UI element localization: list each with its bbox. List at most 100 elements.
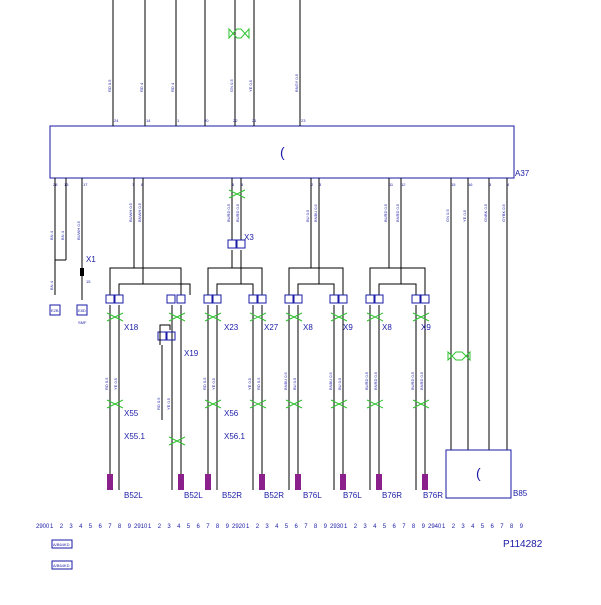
connector-label: X19 <box>184 349 199 358</box>
svg-text:BURD 0.5: BURD 0.5 <box>226 203 231 222</box>
svg-text:GNBK 0.5: GNBK 0.5 <box>483 203 488 222</box>
svg-text:BNBU 0.5: BNBU 0.5 <box>328 371 333 390</box>
ruler-tick: 9 <box>324 524 328 530</box>
top-wire-color: GN 0.5 <box>229 79 234 92</box>
ruler-tick: 6 <box>295 524 299 530</box>
top-pin: 21 <box>252 118 257 123</box>
top-pin: 1 <box>177 118 180 123</box>
sensor-label: B52R <box>222 491 242 500</box>
ruler-tick: 3 <box>461 524 465 530</box>
ecu-box <box>49 125 515 179</box>
ruler-tick: 6 <box>99 524 103 530</box>
ruler-tick: 3 <box>69 524 73 530</box>
svg-text:BU 0.5: BU 0.5 <box>337 377 342 390</box>
svg-text:5: 5 <box>241 182 244 187</box>
ruler-tick: 1 <box>50 524 54 530</box>
svg-text:13: 13 <box>64 182 69 187</box>
ruler-tick: 7 <box>402 524 406 530</box>
svg-text:BNRD 0.5: BNRD 0.5 <box>373 371 378 390</box>
connector-label: X9 <box>343 323 353 332</box>
svg-text:BNRD 0.5: BNRD 0.5 <box>419 371 424 390</box>
wire-group-b52r: BURD 0.5 BURD 0.5 X3 X23 X27 X56 X56.1 R… <box>202 178 284 500</box>
svg-text:GN 0.5: GN 0.5 <box>445 209 450 222</box>
svg-text:RD 0.5: RD 0.5 <box>202 377 207 390</box>
connector-label: X56.1 <box>224 432 245 441</box>
ruler-tick: 7 <box>304 524 308 530</box>
ruler-tick: 8 <box>314 524 318 530</box>
bottom-pins: 28 13 17 7 8 6 5 2 3 11 12 15 16 3 4 <box>53 182 510 187</box>
ruler-tick: 8 <box>118 524 122 530</box>
sensor-label: B52L <box>124 491 143 500</box>
sensor-label: B76L <box>303 491 322 500</box>
svg-text:YE 0.5: YE 0.5 <box>113 377 118 390</box>
ruler-tick: 8 <box>216 524 220 530</box>
ruler-tick: 1 <box>148 524 152 530</box>
b85-box <box>445 449 512 499</box>
section-number: 2940 <box>428 524 442 530</box>
top-pin: 20 <box>204 118 209 123</box>
sensor-label: B76R <box>382 491 402 500</box>
ruler-tick: 4 <box>471 524 475 530</box>
top-wire-color: RD 4 <box>139 82 144 92</box>
svg-text:BN 4: BN 4 <box>49 280 54 290</box>
svg-text:A/B64KD: A/B64KD <box>53 542 70 547</box>
svg-text:YE 0.5: YE 0.5 <box>166 397 171 410</box>
svg-text:28: 28 <box>53 182 58 187</box>
svg-text:4: 4 <box>507 182 510 187</box>
wire-group-b76r: BURD 0.5 BNRD 0.5 X8 X9 BURD 0.5 BNRD 0.… <box>364 178 443 500</box>
ruler-tick: 9 <box>422 524 426 530</box>
svg-text:16: 16 <box>468 182 473 187</box>
ruler-tick: 2 <box>452 524 456 530</box>
ruler-tick: 9 <box>520 524 524 530</box>
ruler-tick: 7 <box>500 524 504 530</box>
ruler-tick: 9 <box>128 524 132 530</box>
ruler-tick: 5 <box>383 524 387 530</box>
top-pin: 23 <box>301 118 306 123</box>
svg-text:11: 11 <box>389 182 394 187</box>
ruler-tick: 7 <box>108 524 112 530</box>
svg-text:BURD 0.5: BURD 0.5 <box>235 203 240 222</box>
ruler-tick: 3 <box>167 524 171 530</box>
wire-group-b52l: BUWH 0.5 BNWH 0.5 X18 X19 X55 X55.1 RD 0… <box>104 178 203 500</box>
ground-box <box>49 304 61 316</box>
svg-text:BNWH 0.5: BNWH 0.5 <box>137 202 142 222</box>
svg-text:3: 3 <box>489 182 492 187</box>
top-pin: 14 <box>146 118 151 123</box>
ecu-label: A37 <box>515 169 530 178</box>
connector-label: X56 <box>224 409 239 418</box>
section-number: 2930 <box>330 524 344 530</box>
footer-tag[interactable] <box>51 560 73 570</box>
footer-tag[interactable] <box>51 539 73 549</box>
ruler-tick: 2 <box>158 524 162 530</box>
ground-box <box>76 304 88 316</box>
svg-text:YE 0.5: YE 0.5 <box>247 377 252 390</box>
top-wire-color: RD 4 <box>170 82 175 92</box>
sensor-label: B52R <box>264 491 284 500</box>
ruler-tick: 6 <box>393 524 397 530</box>
svg-text:BN 4: BN 4 <box>60 230 65 240</box>
drawing-id: P114282 <box>503 539 543 550</box>
svg-text:BUWH 0.5: BUWH 0.5 <box>76 220 81 240</box>
svg-text:RD 0.5: RD 0.5 <box>104 377 109 390</box>
sensor-label: B76L <box>343 491 362 500</box>
svg-text:BNRD 0.5: BNRD 0.5 <box>395 203 400 222</box>
connector-label: X55.1 <box>124 432 145 441</box>
connector-label: X8 <box>303 323 313 332</box>
connector-label: X55 <box>124 409 139 418</box>
svg-text:E2B: E2B <box>51 308 59 313</box>
ruler-tick: 6 <box>491 524 495 530</box>
twist-markers <box>106 189 430 446</box>
top-wire-labels: RD 0.5 RD 4 RD 4 GN 0.5 YE 0.5 BNGY 0.5 … <box>107 73 306 123</box>
wire-group-b85: GN 0.5 YE 0.5 GNBK 0.5 GYBK 0.5 ( B85 <box>445 178 528 499</box>
ruler-tick: 2 <box>60 524 64 530</box>
top-pin: 24 <box>114 118 119 123</box>
ruler-tick: 6 <box>197 524 201 530</box>
svg-text:YE 0.5: YE 0.5 <box>462 209 467 222</box>
svg-text:BU 0.5: BU 0.5 <box>292 377 297 390</box>
sensor-label: B52L <box>184 491 203 500</box>
svg-text:17: 17 <box>83 182 88 187</box>
svg-text:BURD 0.5: BURD 0.5 <box>383 203 388 222</box>
ruler-tick: 8 <box>510 524 514 530</box>
